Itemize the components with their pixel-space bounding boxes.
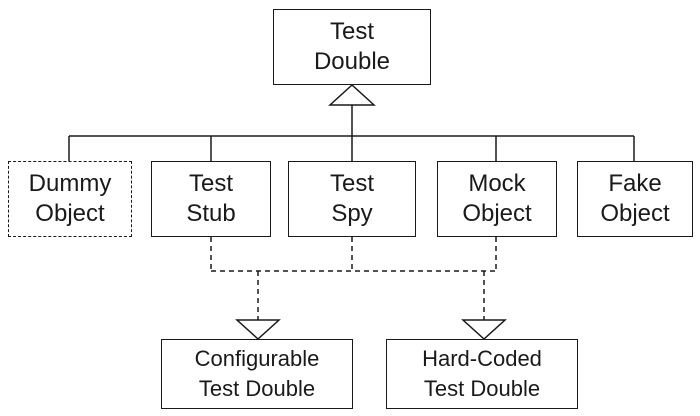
dummy-object-line2: Object [35,200,105,227]
test-double-box: Test Double [273,9,431,85]
hard-coded-line1: Hard-Coded [422,346,542,371]
fake-object-box: Fake Object [577,161,693,237]
mock-object-line2: Object [462,200,532,227]
mock-object-box: Mock Object [437,161,557,237]
test-spy-line1: Test [329,170,374,197]
configurable-line2: Test Double [198,376,316,401]
dummy-object-line1: Dummy [28,170,112,197]
test-stub-box: Test Stub [151,161,271,237]
fake-object-line1: Fake [608,170,662,197]
hard-coded-line2: Test Double [423,376,541,401]
dummy-object-box: Dummy Object [8,161,132,237]
test-double-line1: Test [329,18,374,45]
test-spy-box: Test Spy [288,161,416,237]
realization-arrow-configurable [235,319,281,341]
test-spy-line2: Spy [331,200,373,227]
test-double-line2: Double [313,48,391,75]
configurable-test-double-box: Configurable Test Double [161,339,353,409]
configurable-line1: Configurable [194,346,320,371]
mock-object-line1: Mock [468,170,526,197]
hard-coded-test-double-box: Hard-Coded Test Double [386,339,578,409]
realization-arrow-hardcoded [461,319,507,341]
generalization-arrow-root [328,83,376,106]
fake-object-line2: Object [600,200,670,227]
test-stub-line2: Stub [186,200,236,227]
test-stub-line1: Test [188,170,233,197]
